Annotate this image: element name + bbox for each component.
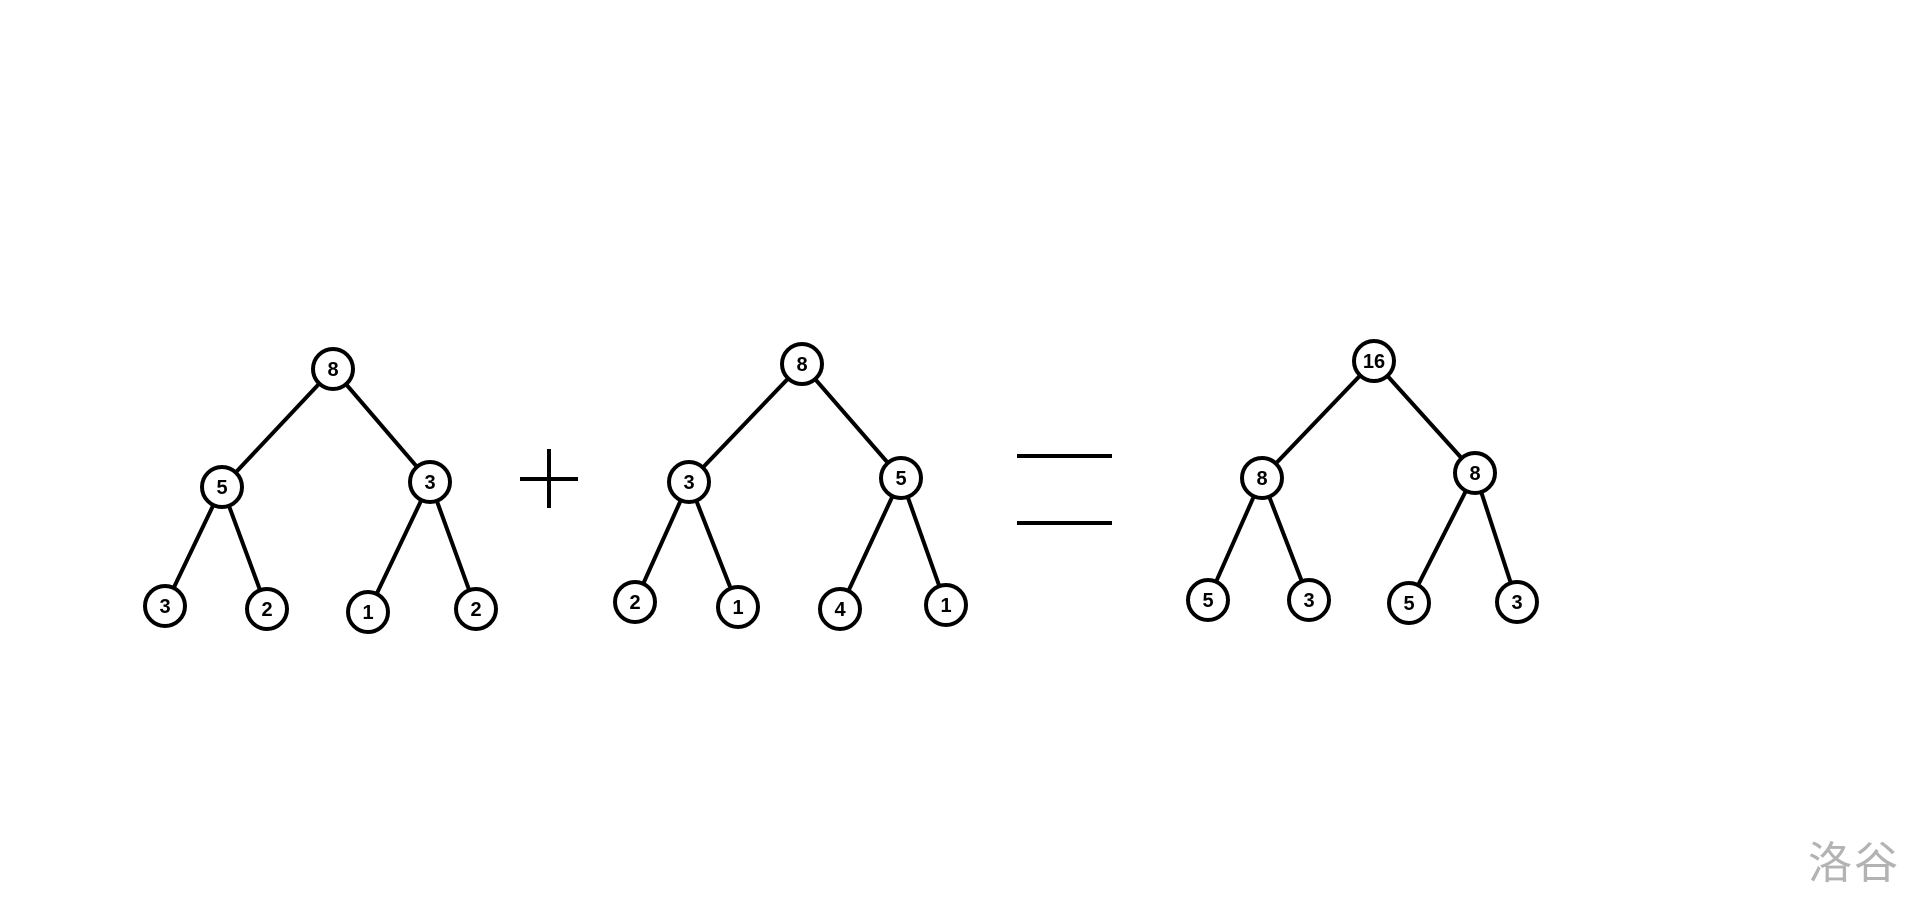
node-label: 8 — [1256, 468, 1267, 490]
node-circle — [667, 460, 711, 504]
tree-3-child-node: 8 — [1453, 451, 1497, 495]
node-circle — [143, 584, 187, 628]
tree-1-root-node: 8 — [311, 347, 355, 391]
tree-1-edge — [366, 480, 432, 614]
tree-2-edge — [899, 476, 948, 607]
tree-1-child-node: 5 — [200, 465, 244, 509]
tree-1-edge — [220, 367, 335, 489]
node-circle — [879, 456, 923, 500]
node-label: 2 — [629, 592, 640, 614]
tree-3-leaf-node: 3 — [1287, 578, 1331, 622]
node-label: 3 — [1303, 590, 1314, 612]
node-circle — [818, 587, 862, 631]
tree-1-leaf-node: 3 — [143, 584, 187, 628]
tree-2-child-node: 3 — [667, 460, 711, 504]
tree-2-child-node: 5 — [879, 456, 923, 500]
tree-1-edge — [331, 367, 432, 484]
node-label: 8 — [327, 359, 338, 381]
node-circle — [613, 580, 657, 624]
tree-2-edge — [687, 480, 740, 609]
node-label: 5 — [1403, 593, 1414, 615]
node-circle — [1186, 578, 1230, 622]
operators-layer — [520, 449, 1112, 525]
node-circle — [245, 587, 289, 631]
node-circle — [780, 342, 824, 386]
tree-3-leaf-node: 5 — [1186, 578, 1230, 622]
node-circle — [1495, 580, 1539, 624]
tree-2-edge — [800, 362, 903, 480]
node-circle — [408, 460, 452, 504]
tree-1-leaf-node: 2 — [454, 587, 498, 631]
node-circle — [311, 347, 355, 391]
node-circle — [1287, 578, 1331, 622]
node-circle — [1387, 581, 1431, 625]
node-label: 1 — [732, 597, 743, 619]
edges-layer — [163, 359, 1519, 614]
node-circle — [924, 583, 968, 627]
node-circle — [1240, 456, 1284, 500]
node-label: 8 — [796, 354, 807, 376]
node-label: 8 — [1469, 463, 1480, 485]
node-label: 5 — [1202, 590, 1213, 612]
tree-3-edge — [1260, 359, 1376, 480]
tree-3-edge — [1372, 359, 1477, 475]
tree-3-child-node: 8 — [1240, 456, 1284, 500]
node-circle — [454, 587, 498, 631]
node-circle — [200, 465, 244, 509]
tree-2-edge — [687, 362, 804, 484]
tree-1-leaf-node: 1 — [346, 590, 390, 634]
watermark-logo: 洛谷 — [1808, 838, 1900, 889]
tree-3-leaf-node: 5 — [1387, 581, 1431, 625]
node-label: 3 — [683, 472, 694, 494]
node-circle — [716, 585, 760, 629]
tree-1-leaf-node: 2 — [245, 587, 289, 631]
node-label: 5 — [216, 477, 227, 499]
node-circle — [346, 590, 390, 634]
node-label: 1 — [940, 595, 951, 617]
tree-3-root-node: 16 — [1352, 339, 1396, 383]
node-label: 4 — [834, 599, 846, 621]
node-label: 2 — [261, 599, 272, 621]
tree-2-leaf-node: 1 — [716, 585, 760, 629]
nodes-layer: 8 5 3 2 3 1 2 8 3 2 1 5 4 1 16 8 5 3 8 5 3 — [143, 339, 1539, 634]
node-circle — [1453, 451, 1497, 495]
tree-1-edge — [428, 480, 478, 611]
tree-3-edge — [1473, 471, 1519, 604]
node-label: 3 — [1511, 592, 1522, 614]
tree-2-leaf-node: 4 — [818, 587, 862, 631]
tree-3-edge — [1206, 476, 1264, 602]
tree-2-edge — [838, 476, 903, 611]
node-label: 1 — [362, 602, 373, 624]
node-label: 3 — [159, 596, 170, 618]
tree-2-leaf-node: 2 — [613, 580, 657, 624]
node-label: 3 — [424, 472, 435, 494]
tree-2-root-node: 8 — [780, 342, 824, 386]
node-label: 16 — [1363, 351, 1385, 373]
tree-3-leaf-node: 3 — [1495, 580, 1539, 624]
tree-3-edge — [1407, 471, 1477, 605]
node-circle — [1352, 339, 1396, 383]
node-label: 5 — [895, 468, 906, 490]
tree-2-leaf-node: 1 — [924, 583, 968, 627]
node-label: 2 — [470, 599, 481, 621]
tree-1-child-node: 3 — [408, 460, 452, 504]
